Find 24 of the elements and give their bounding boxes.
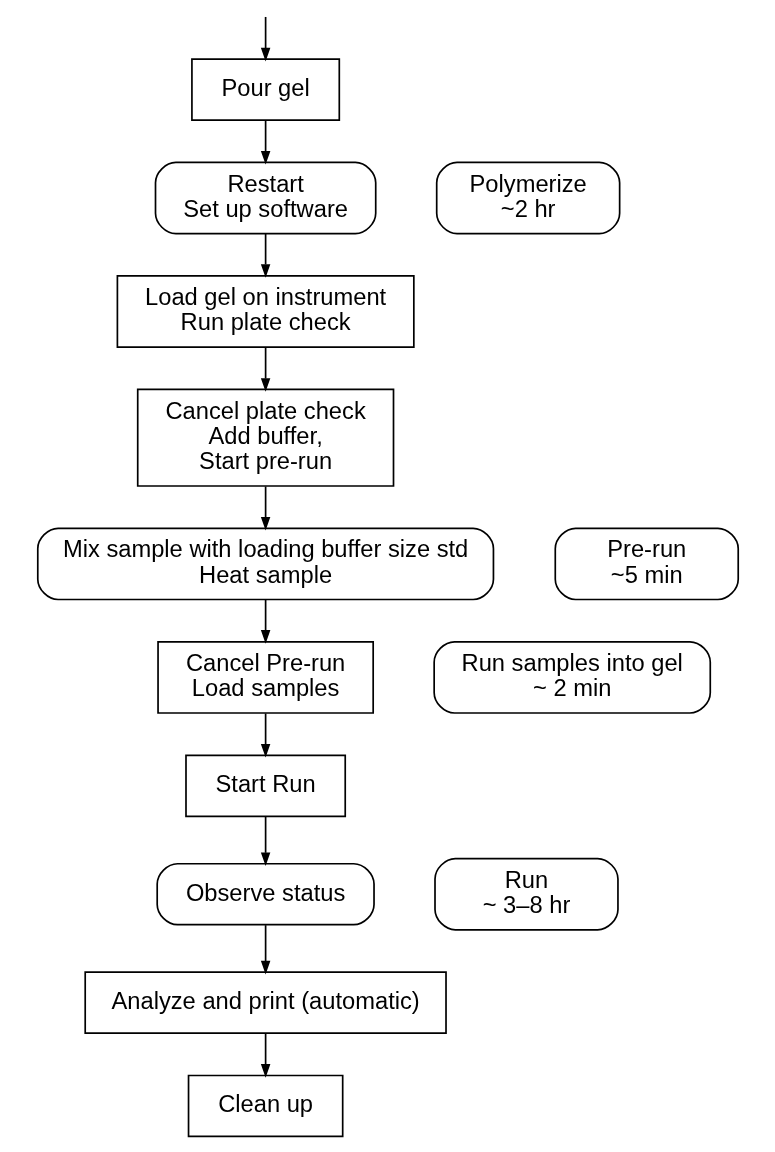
node-box: Clean up (187, 1074, 344, 1138)
node-box: Run ~ 3–8 hr (433, 857, 619, 931)
node-box: Restart Set up software (154, 161, 377, 235)
node-box: Observe status (155, 862, 375, 926)
node-box: Cancel plate check Add buffer, Start pre-run (136, 388, 394, 487)
node-box: Run samples into gel ~ 2 min (432, 641, 711, 714)
node-box: Cancel Pre-run Load samples (156, 641, 374, 714)
node-box: Mix sample with loading buffer size std Heat sample (36, 527, 494, 601)
arrow (260, 924, 270, 975)
arrow (260, 346, 270, 392)
arrow (260, 233, 270, 278)
arrow (260, 119, 270, 165)
arrow (260, 712, 270, 758)
node-box: Analyze and print (automatic) (83, 971, 447, 1034)
node-box: Load gel on instrument Run plate check (116, 275, 415, 348)
arrow (260, 1032, 270, 1078)
node-box: Start Run (184, 754, 346, 818)
node-box: Pour gel (190, 58, 340, 121)
arrow (260, 485, 270, 531)
node-box: Pre-run ~5 min (553, 527, 739, 601)
arrow (260, 16, 270, 62)
arrow (260, 815, 270, 866)
node-box: Polymerize ~2 hr (435, 161, 620, 235)
arrow (260, 599, 270, 644)
